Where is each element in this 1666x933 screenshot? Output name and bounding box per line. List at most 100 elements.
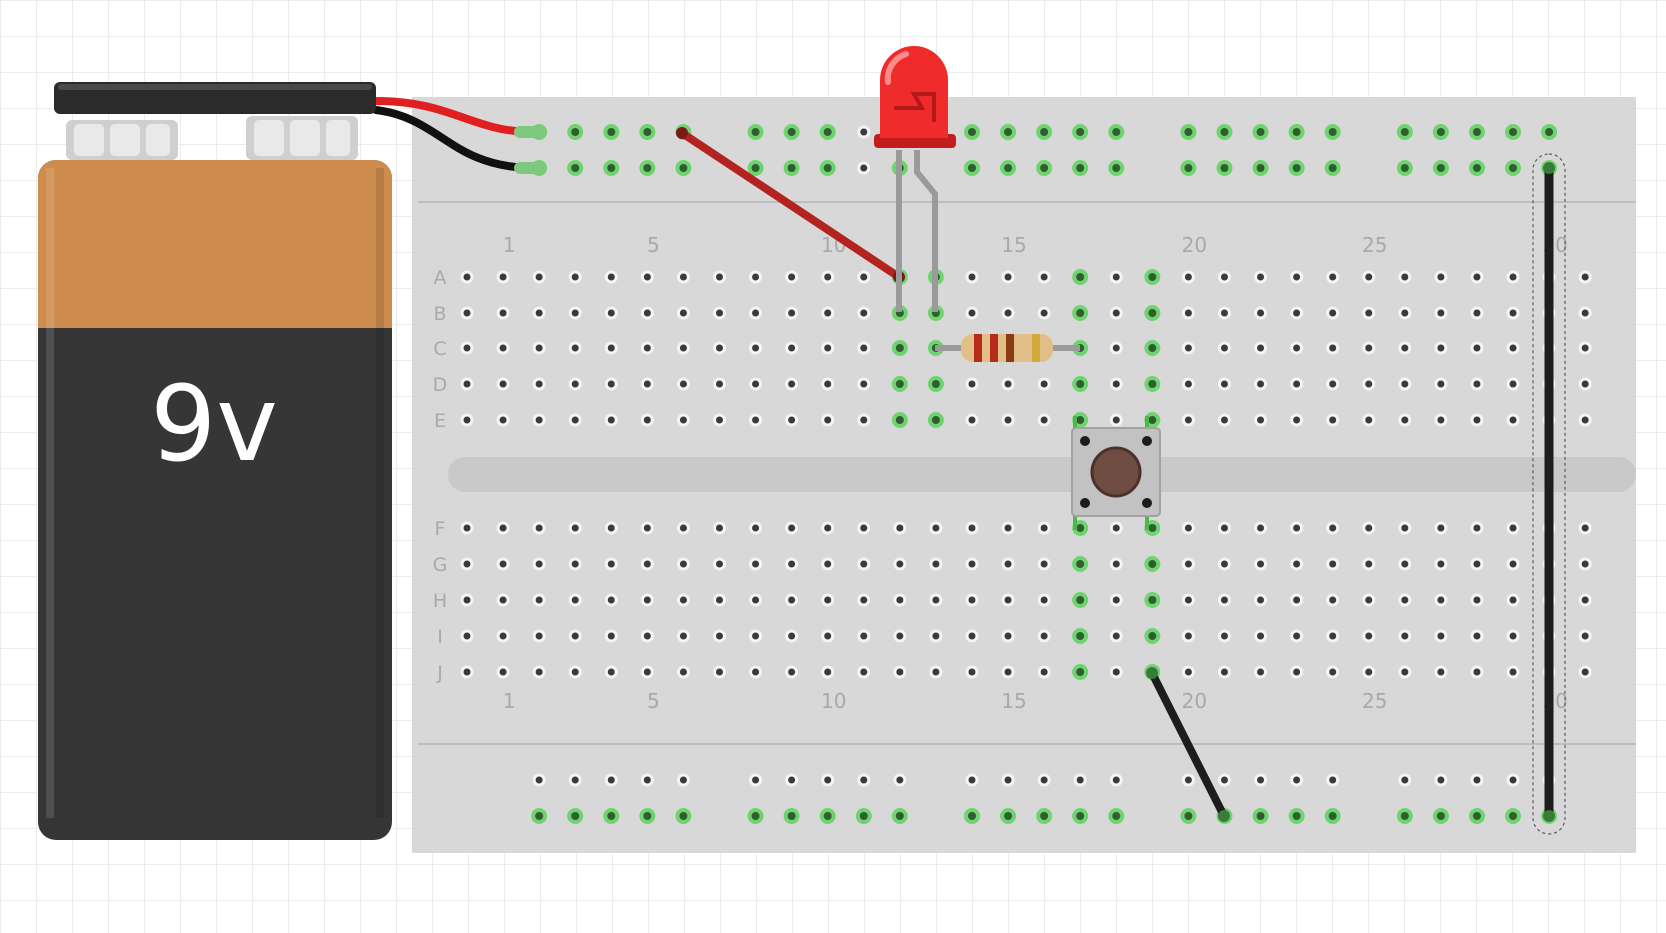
hole-d-14[interactable] xyxy=(965,377,979,391)
hole-b-9[interactable] xyxy=(785,306,799,320)
hole-a-9[interactable] xyxy=(785,270,799,284)
hole-a-18[interactable] xyxy=(1109,270,1123,284)
hole-a-27[interactable] xyxy=(1434,270,1448,284)
hole-a-29[interactable] xyxy=(1506,270,1520,284)
hole-i-13[interactable] xyxy=(929,629,943,643)
hole-b-8[interactable] xyxy=(749,306,763,320)
rail-bot-pos-2[interactable] xyxy=(532,773,546,787)
hole-e-9[interactable] xyxy=(785,413,799,427)
hole-b-2[interactable] xyxy=(532,306,546,320)
hole-e-27[interactable] xyxy=(1434,413,1448,427)
hole-c-24[interactable] xyxy=(1326,341,1340,355)
hole-a-0[interactable] xyxy=(460,270,474,284)
hole-g-14[interactable] xyxy=(965,557,979,571)
rail-bot-pos-27[interactable] xyxy=(1434,773,1448,787)
hole-a-14[interactable] xyxy=(965,270,979,284)
hole-f-6[interactable] xyxy=(676,521,690,535)
hole-a-31[interactable] xyxy=(1578,270,1592,284)
rail-bot-pos-9[interactable] xyxy=(785,773,799,787)
hole-a-4[interactable] xyxy=(604,270,618,284)
hole-g-25[interactable] xyxy=(1362,557,1376,571)
hole-f-3[interactable] xyxy=(568,521,582,535)
hole-f-29[interactable] xyxy=(1506,521,1520,535)
rail-bot-pos-26[interactable] xyxy=(1398,773,1412,787)
hole-b-10[interactable] xyxy=(821,306,835,320)
hole-j-10[interactable] xyxy=(821,665,835,679)
hole-i-24[interactable] xyxy=(1326,629,1340,643)
rail-bot-pos-18[interactable] xyxy=(1109,773,1123,787)
hole-i-29[interactable] xyxy=(1506,629,1520,643)
hole-h-31[interactable] xyxy=(1578,593,1592,607)
hole-i-10[interactable] xyxy=(821,629,835,643)
hole-h-27[interactable] xyxy=(1434,593,1448,607)
hole-j-15[interactable] xyxy=(1001,665,1015,679)
hole-d-1[interactable] xyxy=(496,377,510,391)
hole-d-27[interactable] xyxy=(1434,377,1448,391)
hole-a-6[interactable] xyxy=(676,270,690,284)
hole-j-26[interactable] xyxy=(1398,665,1412,679)
hole-a-20[interactable] xyxy=(1181,270,1195,284)
hole-d-15[interactable] xyxy=(1001,377,1015,391)
hole-e-23[interactable] xyxy=(1290,413,1304,427)
hole-d-21[interactable] xyxy=(1217,377,1231,391)
hole-i-28[interactable] xyxy=(1470,629,1484,643)
hole-h-20[interactable] xyxy=(1181,593,1195,607)
hole-g-0[interactable] xyxy=(460,557,474,571)
rail-bot-pos-12[interactable] xyxy=(893,773,907,787)
hole-g-3[interactable] xyxy=(568,557,582,571)
hole-h-14[interactable] xyxy=(965,593,979,607)
hole-h-0[interactable] xyxy=(460,593,474,607)
hole-f-8[interactable] xyxy=(749,521,763,535)
hole-j-14[interactable] xyxy=(965,665,979,679)
hole-i-7[interactable] xyxy=(712,629,726,643)
hole-h-15[interactable] xyxy=(1001,593,1015,607)
hole-i-8[interactable] xyxy=(749,629,763,643)
hole-a-24[interactable] xyxy=(1326,270,1340,284)
hole-c-8[interactable] xyxy=(749,341,763,355)
hole-g-18[interactable] xyxy=(1109,557,1123,571)
led-red[interactable] xyxy=(874,46,956,312)
hole-h-8[interactable] xyxy=(749,593,763,607)
hole-e-1[interactable] xyxy=(496,413,510,427)
hole-j-31[interactable] xyxy=(1578,665,1592,679)
hole-f-25[interactable] xyxy=(1362,521,1376,535)
hole-a-26[interactable] xyxy=(1398,270,1412,284)
hole-i-23[interactable] xyxy=(1290,629,1304,643)
hole-f-12[interactable] xyxy=(893,521,907,535)
hole-c-0[interactable] xyxy=(460,341,474,355)
hole-f-24[interactable] xyxy=(1326,521,1340,535)
hole-h-23[interactable] xyxy=(1290,593,1304,607)
hole-c-28[interactable] xyxy=(1470,341,1484,355)
hole-j-27[interactable] xyxy=(1434,665,1448,679)
hole-c-7[interactable] xyxy=(712,341,726,355)
hole-c-6[interactable] xyxy=(676,341,690,355)
hole-g-16[interactable] xyxy=(1037,557,1051,571)
rail-bot-pos-8[interactable] xyxy=(749,773,763,787)
hole-i-21[interactable] xyxy=(1217,629,1231,643)
hole-b-18[interactable] xyxy=(1109,306,1123,320)
hole-j-18[interactable] xyxy=(1109,665,1123,679)
hole-b-11[interactable] xyxy=(857,306,871,320)
hole-d-6[interactable] xyxy=(676,377,690,391)
hole-g-8[interactable] xyxy=(749,557,763,571)
hole-b-20[interactable] xyxy=(1181,306,1195,320)
hole-g-24[interactable] xyxy=(1326,557,1340,571)
rail-bot-pos-3[interactable] xyxy=(568,773,582,787)
hole-b-31[interactable] xyxy=(1578,306,1592,320)
hole-a-1[interactable] xyxy=(496,270,510,284)
hole-f-16[interactable] xyxy=(1037,521,1051,535)
hole-i-25[interactable] xyxy=(1362,629,1376,643)
hole-f-27[interactable] xyxy=(1434,521,1448,535)
hole-a-28[interactable] xyxy=(1470,270,1484,284)
hole-h-18[interactable] xyxy=(1109,593,1123,607)
rail-bot-pos-17[interactable] xyxy=(1073,773,1087,787)
hole-c-26[interactable] xyxy=(1398,341,1412,355)
hole-f-4[interactable] xyxy=(604,521,618,535)
hole-d-9[interactable] xyxy=(785,377,799,391)
hole-b-5[interactable] xyxy=(640,306,654,320)
hole-c-11[interactable] xyxy=(857,341,871,355)
hole-j-23[interactable] xyxy=(1290,665,1304,679)
hole-i-6[interactable] xyxy=(676,629,690,643)
hole-i-22[interactable] xyxy=(1254,629,1268,643)
hole-c-21[interactable] xyxy=(1217,341,1231,355)
